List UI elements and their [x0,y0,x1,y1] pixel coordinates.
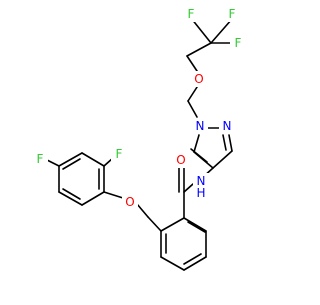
atom-nitrogen: N [223,119,232,133]
molecule-canvas: F F F O N N O N H F F O [32,6,246,271]
bond [183,217,207,232]
bond [183,253,202,265]
atom-oxygen: O [194,72,203,86]
bond [136,203,149,218]
atom-fluorine: F [37,152,44,166]
bond [58,152,83,167]
bond [187,100,198,118]
bond [160,256,185,271]
bond [193,134,200,153]
atom-fluorine: F [188,7,195,21]
atom-hydrogen: H [196,186,205,200]
bonds [46,17,233,271]
structure-diagram: F F F O N N O N H F F O [32,6,246,271]
bond [190,148,208,163]
bond [103,191,124,199]
atom-nitrogen: N [197,174,206,188]
bond [228,134,233,152]
bond [160,217,185,232]
bond [190,17,212,44]
atom-oxygen: O [176,153,185,167]
bond [62,188,81,200]
bond [81,152,105,167]
atom-fluorine: F [235,36,242,50]
bond [183,256,207,271]
bond [210,18,233,44]
bond [147,216,162,232]
bond [46,159,60,167]
bond [183,183,194,193]
bond [187,221,206,233]
bond [222,134,227,151]
bond [58,191,83,206]
atom-oxygen: O [125,195,134,209]
atom-fluorine: F [229,7,236,21]
bond [212,150,233,169]
bond [81,191,105,206]
atom-nitrogen: N [196,119,205,133]
atom-fluorine: F [116,147,123,161]
bond [186,42,212,57]
atom-labels: F F F O N N O N H F F O [32,6,246,210]
bond [62,158,81,170]
